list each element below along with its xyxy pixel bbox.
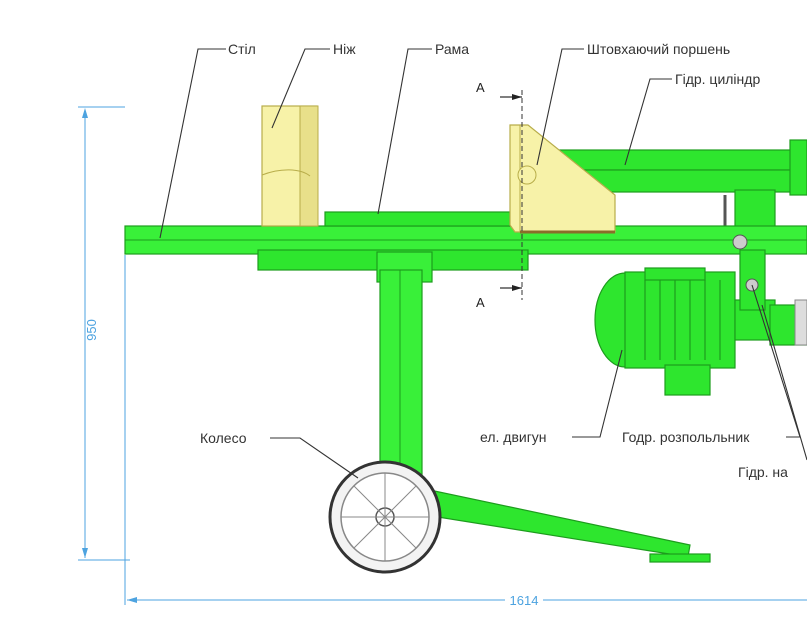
- section-label-top: A: [476, 80, 485, 95]
- main-beam: [124, 225, 807, 271]
- hydraulic-cylinder: [539, 139, 807, 240]
- hydraulic-distributor: [732, 234, 807, 346]
- svg-text:1614: 1614: [510, 593, 539, 608]
- label-wheel: Колесо: [200, 430, 247, 446]
- label-pump: Гідр. на: [738, 464, 788, 480]
- electric-motor: [594, 267, 776, 396]
- label-motor: ел. двигун: [480, 429, 547, 445]
- width-dimension: 1614 1614: [124, 255, 807, 608]
- knife-wedge: [261, 105, 319, 227]
- wheel: [328, 460, 442, 574]
- frame-plate: [324, 211, 511, 227]
- leader-wheel: Колесо: [200, 430, 359, 479]
- leader-table: Стіл: [159, 41, 256, 239]
- label-cylinder: Гідр. циліндр: [675, 71, 760, 87]
- label-table: Стіл: [228, 41, 256, 57]
- skid-ramp: [419, 489, 711, 563]
- leader-piston: Штовхаючий поршень: [536, 41, 730, 166]
- leader-knife: Ніж: [271, 41, 356, 129]
- leader-frame: Рама: [377, 41, 469, 215]
- leader-cylinder: Гідр. циліндр: [624, 71, 760, 166]
- section-mark: A A: [476, 80, 523, 310]
- height-dimension: 950: [78, 106, 130, 561]
- label-knife: Ніж: [333, 41, 356, 57]
- section-label-bottom: A: [476, 295, 485, 310]
- label-distributor: Годр. розпольльник: [622, 429, 750, 445]
- leader-pump: Гідр. на: [738, 304, 807, 480]
- leader-motor: ел. двигун: [480, 349, 623, 445]
- height-dimension-value: 950: [84, 319, 99, 341]
- label-piston: Штовхаючий поршень: [587, 41, 730, 57]
- label-frame: Рама: [435, 41, 469, 57]
